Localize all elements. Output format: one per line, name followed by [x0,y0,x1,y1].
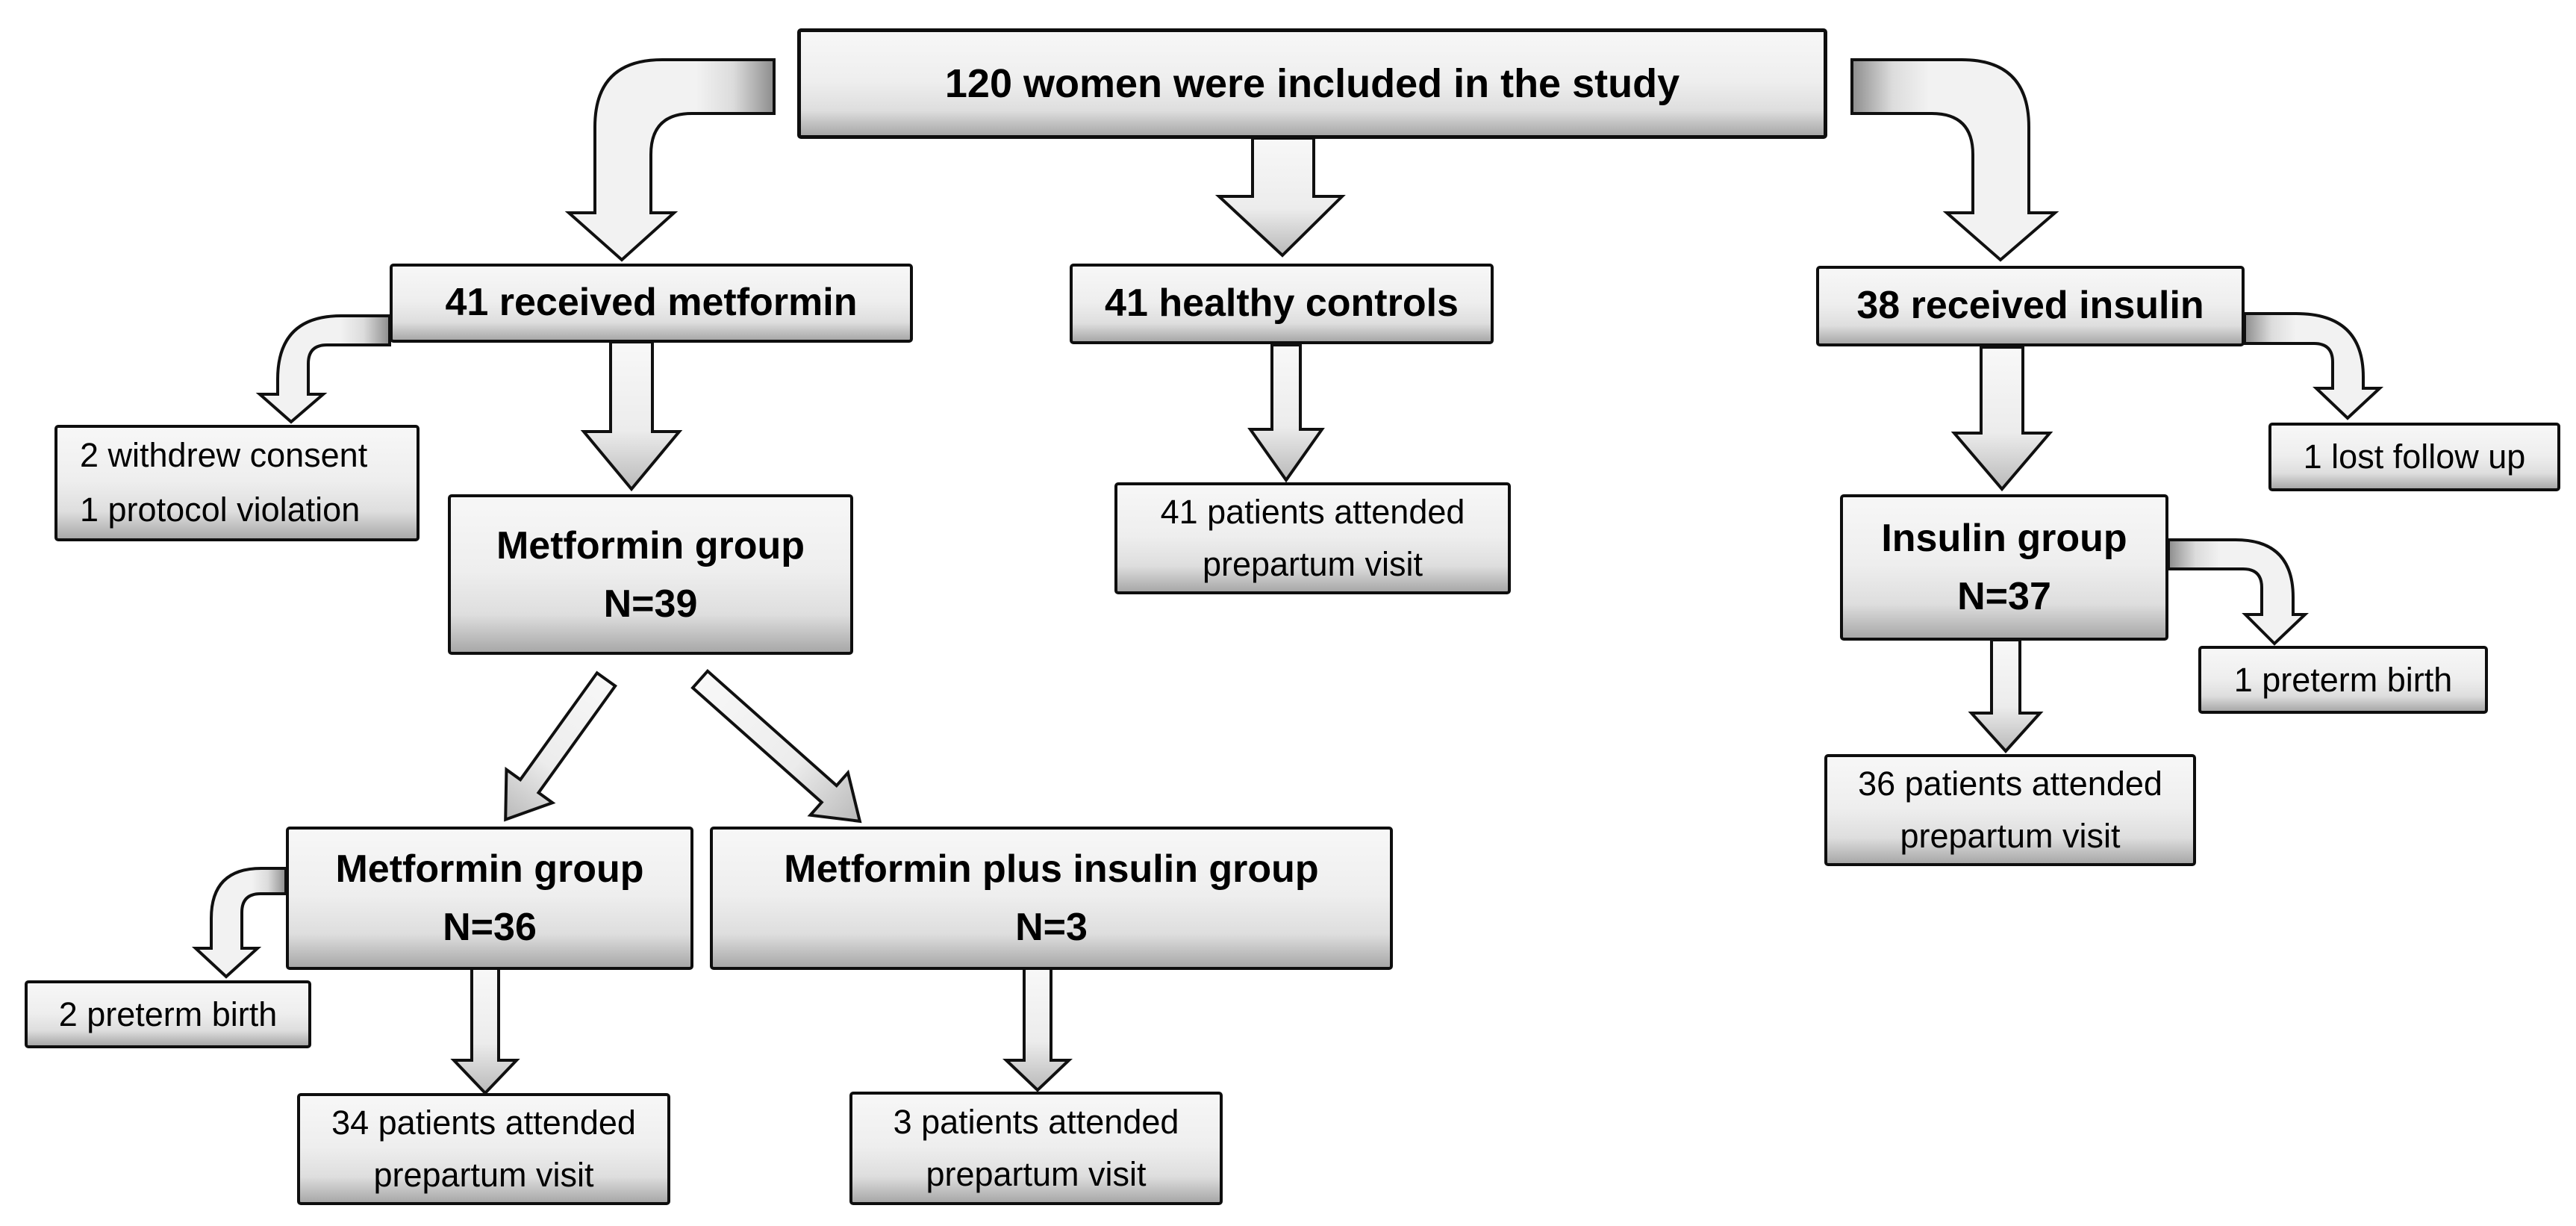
met-plus-insulin-attended-line1: 3 patients attended [893,1103,1179,1142]
controls-attended-line2: prepartum visit [1202,545,1423,583]
box-metformin-arm-label: 41 received metformin [445,281,858,325]
arrow-elbow-insulin-to-lost-follow-up [2243,312,2384,420]
arrow-elbow-insulin-group-to-preterm [2167,538,2310,646]
controls-attended-line1: 41 patients attended [1160,493,1465,532]
met-plus-insulin-n3-line1: Metformin plus insulin group [784,847,1319,891]
box-met-plus-insulin-attended: 3 patients attended prepartum visit [849,1092,1223,1205]
metformin-attended-line2: prepartum visit [373,1156,594,1194]
box-metformin-group-n36: Metformin group N=36 [286,827,693,970]
metformin-preterm-label: 2 preterm birth [58,995,278,1033]
box-metformin-attended: 34 patients attended prepartum visit [297,1093,670,1205]
metformin-group-n39-line1: Metformin group [496,523,805,567]
arrow-elbow-total-to-insulin-arm [1850,58,2059,262]
box-controls-arm-label: 41 healthy controls [1105,281,1459,326]
box-insulin-arm-label: 38 received insulin [1856,284,2204,328]
insulin-group-n37-line2: N=37 [1957,575,2051,618]
arrow-controls-to-attended [1247,343,1325,483]
box-metformin-exclusions: 2 withdrew consent 1 protocol violation [54,425,420,541]
box-metformin-plus-insulin-group-n3: Metformin plus insulin group N=3 [710,827,1393,970]
arrow-diagonal-to-met-plus-insulin-group [690,668,862,824]
insulin-attended-line2: prepartum visit [1900,817,2121,855]
metformin-exclusions-line1: 2 withdrew consent [80,436,368,475]
metformin-group-n36-line2: N=36 [443,906,537,949]
arrow-metformin-only-to-attended [450,967,520,1095]
arrow-elbow-metformin-to-withdrawals [255,314,391,424]
met-plus-insulin-attended-line2: prepartum visit [926,1155,1147,1193]
metformin-attended-line1: 34 patients attended [331,1104,636,1142]
arrow-metformin-arm-to-group [580,340,683,492]
box-metformin-group-n39: Metformin group N=39 [448,494,853,655]
insulin-attended-line1: 36 patients attended [1858,765,2162,803]
box-total-included-label: 120 women were included in the study [944,60,1680,106]
metformin-group-n36-line1: Metformin group [335,847,644,891]
arrow-diagonal-to-metformin-only-group [504,670,617,822]
arrow-met-plus-insulin-to-attended [1002,967,1073,1092]
insulin-group-n37-line1: Insulin group [1881,517,2127,560]
box-lost-follow-up: 1 lost follow up [2268,423,2560,491]
metformin-group-n39-line2: N=39 [603,582,698,626]
arrow-insulin-arm-to-group [1950,346,2053,492]
box-controls-attended: 41 patients attended prepartum visit [1114,482,1511,594]
box-total-included: 120 women were included in the study [797,28,1827,139]
box-insulin-preterm-birth: 1 preterm birth [2198,646,2488,714]
met-plus-insulin-n3-line2: N=3 [1015,906,1088,949]
insulin-preterm-label: 1 preterm birth [2233,660,2453,699]
box-insulin-attended: 36 patients attended prepartum visit [1824,754,2196,866]
box-metformin-preterm-birth: 2 preterm birth [25,980,311,1048]
arrow-elbow-metformin-group-to-preterm [191,867,287,979]
lost-follow-up-label: 1 lost follow up [2303,438,2526,476]
arrow-elbow-total-to-metformin-arm [564,58,776,262]
box-metformin-arm: 41 received metformin [390,264,913,343]
box-insulin-group-n37: Insulin group N=37 [1840,494,2168,641]
arrow-insulin-group-to-attended [1968,638,2044,753]
metformin-exclusions-line2: 1 protocol violation [80,491,361,529]
box-controls-arm: 41 healthy controls [1070,264,1494,344]
box-insulin-arm: 38 received insulin [1816,266,2245,346]
arrow-total-to-controls [1214,137,1346,258]
